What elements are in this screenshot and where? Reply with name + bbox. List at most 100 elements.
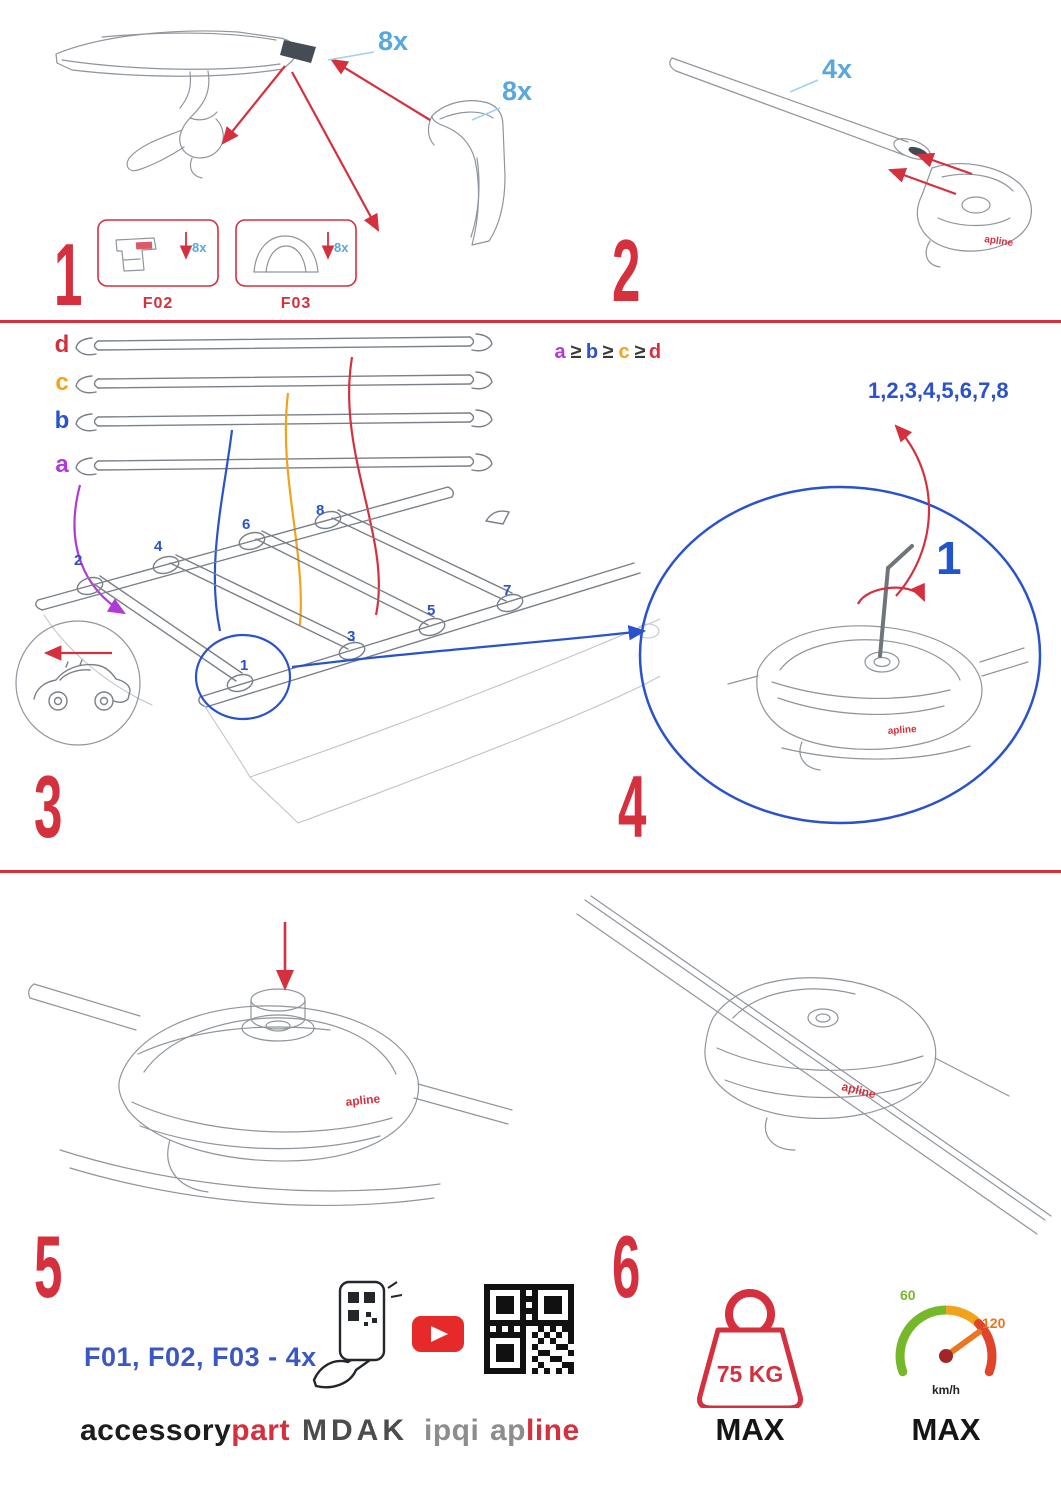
qr-code-icon xyxy=(484,1284,574,1374)
formula-a: a xyxy=(554,341,566,363)
weight-max-label: MAX xyxy=(715,1412,785,1447)
step-5-illustration: apline xyxy=(28,922,513,1206)
qr-modules xyxy=(484,1284,574,1374)
brand-part-text: part xyxy=(231,1414,290,1447)
loose-crossbar-c xyxy=(75,371,493,394)
gauge-green-arc xyxy=(895,1305,951,1377)
mounted-crossbar-3-4 xyxy=(152,554,366,661)
qr-finder-tl-core xyxy=(496,1296,514,1314)
formula-b: b xyxy=(586,341,598,363)
detail-pointer-arrow xyxy=(291,625,647,669)
part-box-frame xyxy=(235,219,357,287)
crossbar-endcap-drawing xyxy=(55,30,297,179)
formula-geq: ≥ xyxy=(603,341,614,363)
qr-finder-tl xyxy=(484,1284,526,1326)
brand-accessory-text: accessory xyxy=(80,1414,232,1447)
slide-in-arrow xyxy=(915,152,973,176)
step-4-number: 4 xyxy=(618,757,647,856)
size-formula: a ≥ b ≥ c ≥ d xyxy=(554,341,660,363)
max-weight-icon: 75 KG xyxy=(697,1289,803,1408)
step-1-assembly-arrows xyxy=(221,58,431,232)
qr-scan-phone-icon xyxy=(312,1280,402,1389)
step-6-illustration: apline xyxy=(576,895,1052,1235)
detail-zoom-circle xyxy=(638,485,1042,825)
position-7: 7 xyxy=(503,582,511,599)
qr-finder-tr-core xyxy=(544,1296,562,1314)
brand-apline-ap-text: ap xyxy=(490,1414,527,1447)
sequence-pointer-arrow xyxy=(894,424,931,597)
position-2: 2 xyxy=(74,552,82,569)
part-brand-text: apline xyxy=(345,1091,381,1109)
speed-high-value: 120 xyxy=(982,1315,1006,1331)
box-f02-qty: 8x xyxy=(192,240,207,255)
loose-crossbar-b xyxy=(75,409,493,432)
position-5: 5 xyxy=(427,602,435,619)
qty-label-pad: 8x xyxy=(378,26,408,56)
step-3-number: 3 xyxy=(34,757,63,856)
car-side-view xyxy=(33,659,131,711)
position-4: 4 xyxy=(154,538,163,555)
box-f02-label: F02 xyxy=(143,295,174,312)
bar-label-b: b xyxy=(55,407,70,434)
step-6-number: 6 xyxy=(612,1217,641,1316)
rubber-cover-drawing xyxy=(427,100,506,246)
weight-value: 75 KG xyxy=(717,1361,783,1387)
mounted-crossbar-5-6 xyxy=(238,530,446,637)
position-8: 8 xyxy=(316,502,324,519)
brand-apline: apline xyxy=(490,1414,580,1448)
mounted-crossbar-1-2 xyxy=(76,575,254,693)
brand-mdak: MDAK xyxy=(302,1414,408,1447)
section-divider-2 xyxy=(0,870,1061,873)
step-2-number: 2 xyxy=(612,221,641,320)
part-brand-text: apline xyxy=(984,234,1015,249)
brand-ipqi: ipqi xyxy=(424,1414,480,1447)
routing-curve-a xyxy=(73,484,126,615)
qr-finder-tr xyxy=(532,1284,574,1326)
car-roof-drawing xyxy=(35,486,641,708)
max-speed-icon: 60 120 km/h xyxy=(895,1287,1006,1397)
brand-accessorypart: accessorypart xyxy=(80,1414,290,1448)
rotate-clockwise-arrow xyxy=(857,582,926,605)
qr-dot xyxy=(366,1312,371,1317)
qty-label-4x: 4x xyxy=(822,54,852,84)
slide-in-arrow xyxy=(887,168,957,196)
qr-finder-bl-core xyxy=(496,1344,514,1362)
first-foot-number: 1 xyxy=(936,532,962,584)
weight-body xyxy=(697,1327,803,1408)
inset-circle xyxy=(15,620,141,746)
speed-low-value: 60 xyxy=(900,1287,916,1303)
formula-geq: ≥ xyxy=(635,341,646,363)
part-brand-text: apline xyxy=(887,724,917,737)
section-divider-1 xyxy=(0,320,1061,323)
scan-lines xyxy=(387,1281,402,1298)
routing-curve-c xyxy=(284,392,302,626)
brand-apline-line-text: line xyxy=(526,1414,580,1447)
box-f03-qty: 8x xyxy=(334,240,349,255)
speed-unit: km/h xyxy=(932,1383,960,1397)
gauge-orange-arc xyxy=(945,1305,982,1327)
step-4-illustration: 1,2,3,4,5,6,7,8 1 apline xyxy=(638,378,1042,825)
gauge-hub xyxy=(939,1349,953,1363)
part-box-f03: 8x F03 xyxy=(235,219,357,312)
bar-fitting-pad xyxy=(280,40,316,63)
step-1-illustration: 8x 8x 8x F02 8x F03 xyxy=(55,26,532,312)
part-box-f02: 8x F02 xyxy=(97,219,219,312)
qr-finder-bl xyxy=(484,1332,526,1374)
position-1: 1 xyxy=(240,657,248,674)
car-direction-inset xyxy=(15,620,141,746)
speed-max-label: MAX xyxy=(911,1412,981,1447)
step-1-number: 1 xyxy=(54,225,83,324)
bar-label-a: a xyxy=(55,451,69,478)
foot-1-highlight-circle xyxy=(194,633,292,721)
crossbar-profile-drawing xyxy=(669,57,931,160)
position-3: 3 xyxy=(347,628,355,645)
step-3-illustration: d c b a a ≥ b ≥ c ≥ d xyxy=(15,331,660,824)
loose-crossbar-a xyxy=(75,453,493,476)
tighten-sequence-text: 1,2,3,4,5,6,7,8 xyxy=(868,378,1009,403)
end-foot-drawing xyxy=(916,163,1032,268)
youtube-icon xyxy=(412,1316,464,1352)
step-5-number: 5 xyxy=(34,1217,63,1316)
mini-cover-drawing xyxy=(253,235,319,273)
routing-curve-b xyxy=(213,429,234,632)
foot-mounted-drawing xyxy=(576,895,1052,1235)
